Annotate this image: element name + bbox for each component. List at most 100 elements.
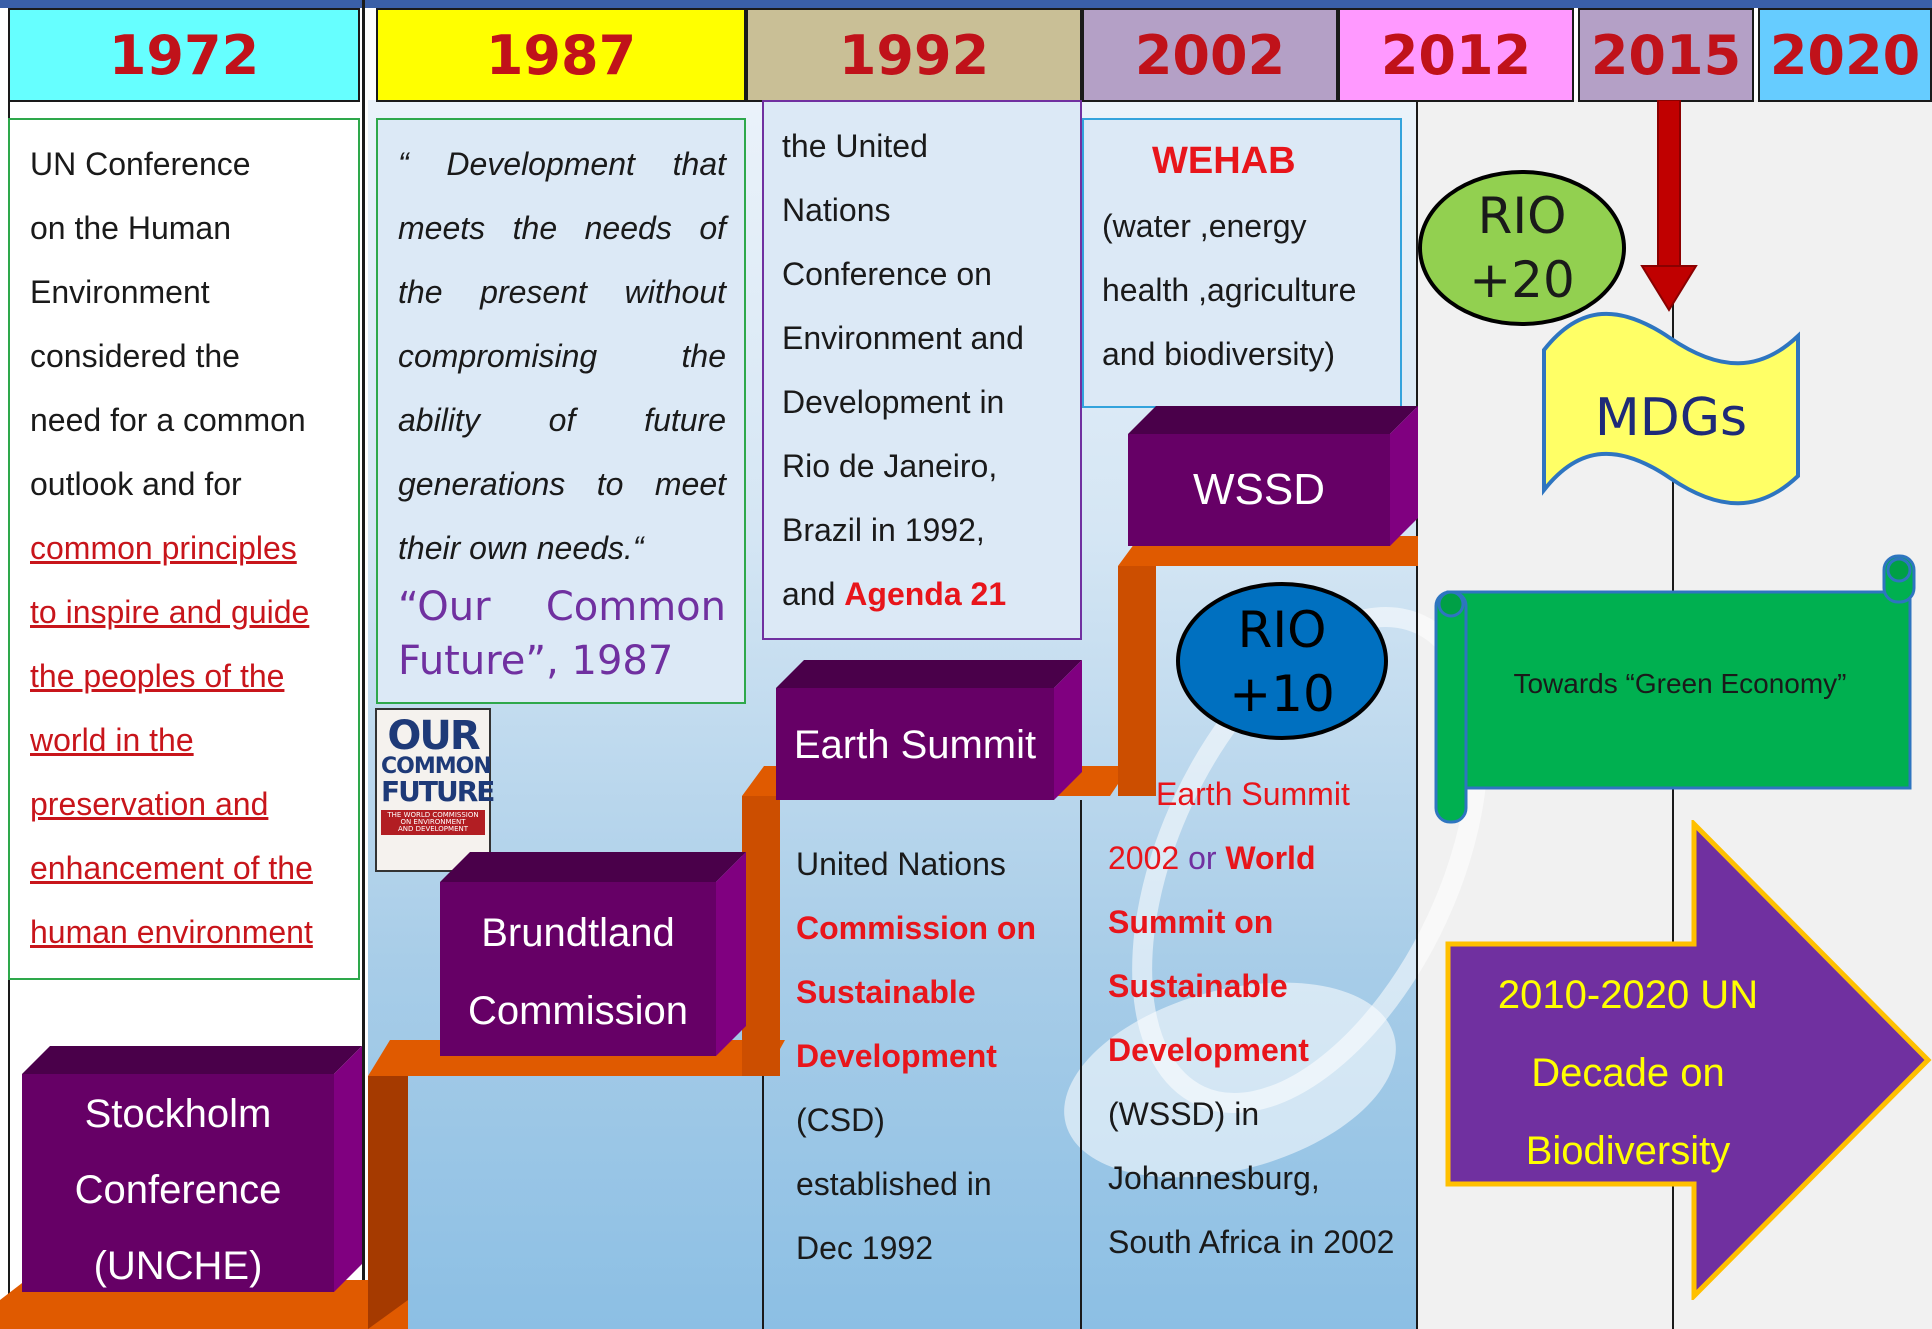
brundtland-quote: “ Development that meets the needs of th… bbox=[376, 118, 746, 704]
biodiversity-decade-label: 2010-2020 UN Decade on Biodiversity bbox=[1448, 956, 1808, 1190]
decade-line: Decade on bbox=[1531, 1051, 1725, 1095]
year-label: 2012 bbox=[1380, 23, 1532, 87]
desc-line-red: preservation and bbox=[30, 786, 269, 822]
wssd-box-3d bbox=[1128, 406, 1418, 546]
brundtland-commission-label: Brundtland Commission bbox=[440, 894, 716, 1054]
desc-line: Rio de Janeiro, bbox=[782, 448, 998, 484]
book-title-line: COMMON bbox=[381, 754, 492, 779]
green-economy-label: Towards “Green Economy” bbox=[1460, 668, 1900, 700]
desc-line: Development in bbox=[782, 384, 1005, 420]
brundtland-box-3d bbox=[440, 852, 746, 1056]
book-title-line: FUTURE bbox=[381, 775, 495, 808]
stockholm-box-3d bbox=[22, 1046, 362, 1292]
summit-text: World bbox=[1225, 840, 1316, 876]
desc-line-red: world in the bbox=[30, 722, 194, 758]
desc-line: UN Conference bbox=[30, 146, 251, 182]
year-label: 1987 bbox=[485, 23, 637, 87]
book-title-line: OUR bbox=[387, 713, 480, 759]
quote-line: the present without bbox=[398, 274, 726, 310]
year-label: 2002 bbox=[1134, 23, 1286, 87]
summit-line: Johannesburg, bbox=[1108, 1160, 1320, 1196]
desc-line-red: enhancement of the bbox=[30, 850, 313, 886]
desc-line: the United bbox=[782, 128, 928, 164]
desc-line: Nations bbox=[782, 192, 891, 228]
earth-summit-box-3d bbox=[776, 660, 1082, 800]
csd-line: (CSD) bbox=[796, 1102, 885, 1138]
year-header-2020: 2020 bbox=[1758, 8, 1932, 102]
summit-line-red: Sustainable bbox=[1108, 968, 1288, 1004]
wehab-line: and biodiversity) bbox=[1102, 336, 1335, 372]
unche-description: UN Conference on the Human Environment c… bbox=[8, 118, 360, 980]
unced-description: the United Nations Conference on Environ… bbox=[762, 100, 1082, 640]
label-line: Conference bbox=[74, 1168, 282, 1212]
divider-2002 bbox=[1080, 800, 1082, 1329]
quote-line: ability of future bbox=[398, 402, 726, 438]
mdgs-label: MDGs bbox=[1540, 388, 1802, 458]
green-economy-scroll bbox=[1434, 554, 1916, 824]
desc-line: Environment and bbox=[782, 320, 1024, 356]
desc-line: considered the bbox=[30, 338, 240, 374]
quote-line: their own needs.“ bbox=[398, 530, 644, 566]
agenda21-text: Agenda 21 bbox=[844, 576, 1007, 612]
desc-text: and bbox=[782, 576, 845, 612]
circle-text: +20 bbox=[1469, 251, 1575, 309]
book-subtitle: THE WORLD COMMISSION bbox=[387, 811, 479, 819]
desc-line: on the Human bbox=[30, 210, 232, 246]
mdgs-text: MDGs bbox=[1594, 388, 1748, 448]
circle-text: RIO bbox=[1477, 187, 1567, 245]
desc-line-red: human environment bbox=[30, 914, 313, 950]
year-header-1987: 1987 bbox=[376, 8, 746, 102]
circle-text: +10 bbox=[1229, 665, 1335, 723]
rio-plus-20-circle: RIO +20 bbox=[1418, 170, 1626, 326]
desc-line: Environment bbox=[30, 274, 210, 310]
summit-line-red: Development bbox=[1108, 1032, 1309, 1068]
year-label: 2020 bbox=[1769, 23, 1921, 87]
decade-line: Biodiversity bbox=[1525, 1129, 1731, 1173]
book-subtitle: ON ENVIRONMENT bbox=[400, 818, 466, 826]
biodiversity-arrow bbox=[1445, 820, 1932, 1300]
top-border bbox=[0, 0, 1932, 8]
summit-line: (WSSD) in bbox=[1108, 1096, 1260, 1132]
year-header-1972: 1972 bbox=[8, 8, 360, 102]
summit-line: Earth Summit bbox=[1156, 776, 1350, 812]
csd-line-red: Commission on bbox=[796, 910, 1037, 946]
csd-line-red: Development bbox=[796, 1038, 997, 1074]
wssd-label: WSSD bbox=[1128, 434, 1390, 546]
book-cover-our-common-future: OUR COMMON FUTURE THE WORLD COMMISSION O… bbox=[375, 708, 495, 872]
csd-line-red: Sustainable bbox=[796, 974, 976, 1010]
quote-line: meets the needs of bbox=[398, 210, 726, 246]
summit-line: South Africa in 2002 bbox=[1108, 1224, 1395, 1260]
desc-line-red: to inspire and guide bbox=[30, 594, 310, 630]
year-header-2015: 2015 bbox=[1578, 8, 1754, 102]
rio-plus-10-circle: RIO +10 bbox=[1176, 582, 1388, 740]
wehab-line: health ,agriculture bbox=[1102, 272, 1357, 308]
summit-text: 2002 bbox=[1108, 840, 1180, 876]
summit-text: or bbox=[1179, 840, 1226, 876]
quote-line: “ Development that bbox=[398, 146, 726, 182]
csd-line: United Nations bbox=[796, 846, 1006, 882]
stockholm-conference-label: Stockholm Conference (UNCHE) bbox=[22, 1076, 334, 1292]
year-label: 1992 bbox=[838, 23, 990, 87]
desc-line: outlook and for bbox=[30, 466, 242, 502]
down-arrow-icon bbox=[1640, 100, 1698, 312]
wehab-line: (water ,energy bbox=[1102, 208, 1307, 244]
desc-line: and Agenda 21 bbox=[782, 562, 1080, 626]
desc-line: Conference on bbox=[782, 256, 992, 292]
divider-1987 bbox=[362, 0, 365, 1329]
green-economy-text: Towards “Green Economy” bbox=[1513, 668, 1847, 699]
csd-line: established in bbox=[796, 1166, 992, 1202]
circle-text: RIO bbox=[1237, 601, 1327, 659]
wehab-title: WEHAB bbox=[1152, 140, 1296, 182]
year-header-2002: 2002 bbox=[1082, 8, 1338, 102]
label-line: (UNCHE) bbox=[93, 1244, 263, 1288]
label-text: WSSD bbox=[1193, 465, 1325, 514]
mdgs-flag-shape bbox=[1542, 311, 1800, 506]
quote-citation: Future”, 1987 bbox=[398, 638, 674, 684]
label-text: Earth Summit bbox=[793, 722, 1037, 767]
quote-line: generations to meet bbox=[398, 466, 726, 502]
label-line: Brundtland bbox=[481, 911, 675, 955]
wssd-description: Earth Summit 2002 or World Summit on Sus… bbox=[1108, 762, 1438, 1274]
desc-line-red: the peoples of the bbox=[30, 658, 285, 694]
